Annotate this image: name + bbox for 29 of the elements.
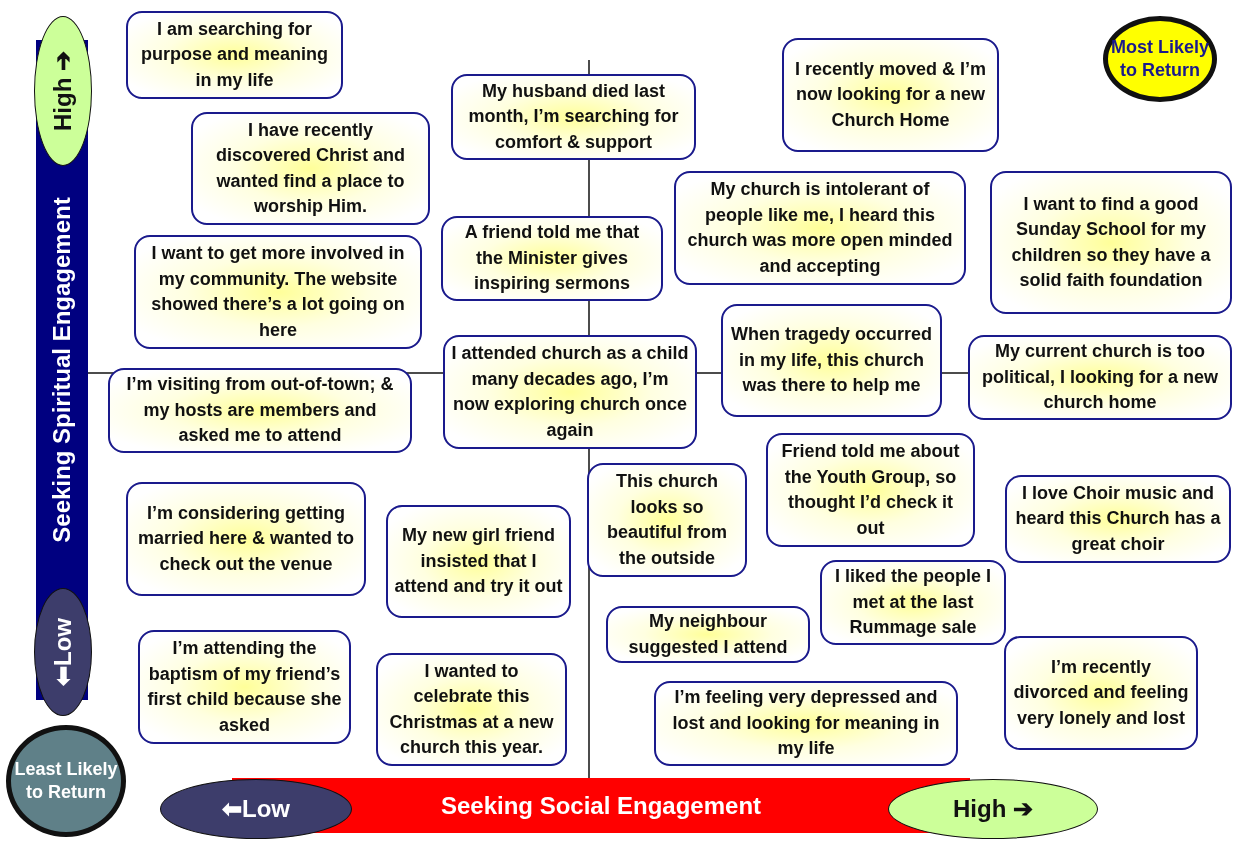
reason-card: I want to find a good Sunday School for my children so they have a solid faith foundation bbox=[990, 171, 1232, 314]
reason-card: My new girl friend insisted that I attend and try it out bbox=[386, 505, 571, 618]
reason-card: I liked the people I met at the last Rummage sale bbox=[820, 560, 1006, 645]
axis-end-ellipse: High ➔ bbox=[888, 779, 1098, 839]
reason-card: My neighbour suggested I attend bbox=[606, 606, 810, 663]
reason-card: I wanted to celebrate this Christmas at a new church this year. bbox=[376, 653, 567, 766]
reason-card: My current church is too political, I looking for a new church home bbox=[968, 335, 1232, 420]
reason-card: When tragedy occurred in my life, this church was there to help me bbox=[721, 304, 942, 417]
reason-card: I love Choir music and heard this Church has a great choir bbox=[1005, 475, 1231, 563]
reason-card: Friend told me about the Youth Group, so thought I’d check it out bbox=[766, 433, 975, 547]
reason-card: I attended church as a child many decades ago, I’m now exploring church once again bbox=[443, 335, 697, 449]
axis-end-ellipse: ⬅Low bbox=[34, 588, 92, 716]
reason-card: My husband died last month, I’m searching for comfort & support bbox=[451, 74, 696, 160]
reason-card: I’m recently divorced and feeling very lonely and lost bbox=[1004, 636, 1198, 750]
axis-end-ellipse: High ➔ bbox=[34, 16, 92, 166]
reason-card: I’m attending the baptism of my friend’s first child because she asked bbox=[138, 630, 351, 744]
reason-card: I’m considering getting married here & wanted to check out the venue bbox=[126, 482, 366, 596]
reason-card: I’m visiting from out-of-town; & my hosts are members and asked me to attend bbox=[108, 368, 412, 453]
reason-card: My church is intolerant of people like me, I heard this church was more open minded and accepting bbox=[674, 171, 966, 285]
reason-card: I want to get more involved in my community. The website showed there’s a lot going on here bbox=[134, 235, 422, 349]
reason-card: I am searching for purpose and meaning in my life bbox=[126, 11, 343, 99]
reason-card: I’m feeling very depressed and lost and looking for meaning in my life bbox=[654, 681, 958, 766]
reason-card: I recently moved & I’m now looking for a new Church Home bbox=[782, 38, 999, 152]
likelihood-circle: Least Likely to Return bbox=[6, 725, 126, 837]
reason-card: A friend told me that the Minister gives inspiring sermons bbox=[441, 216, 663, 301]
axis-end-ellipse: ⬅Low bbox=[160, 779, 352, 839]
likelihood-circle: Most Likely to Return bbox=[1103, 16, 1217, 102]
reason-card: This church looks so beautiful from the outside bbox=[587, 463, 747, 577]
reason-card: I have recently discovered Christ and wanted find a place to worship Him. bbox=[191, 112, 430, 225]
